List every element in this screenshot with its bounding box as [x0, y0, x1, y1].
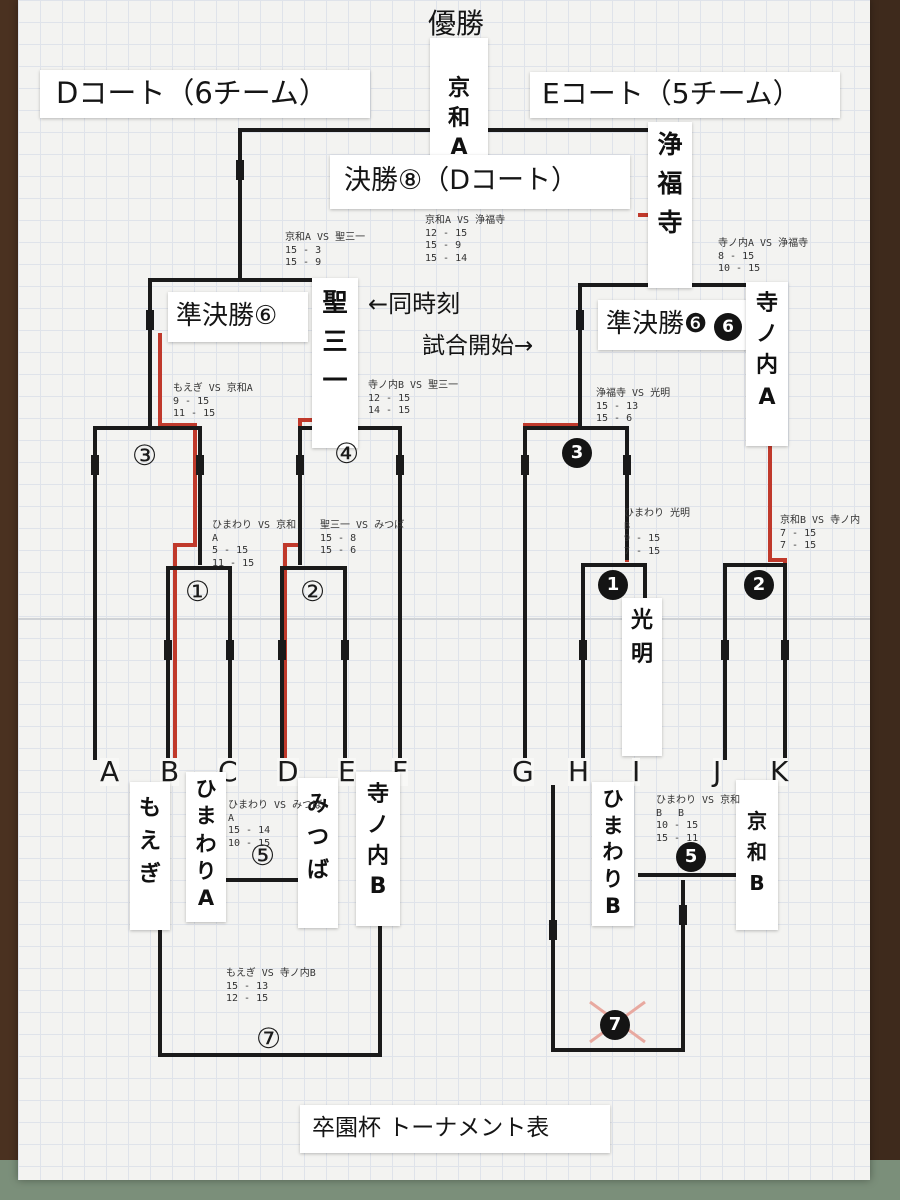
team-card-kyowa-b: 京 和 B [736, 780, 778, 930]
wall-right [870, 0, 900, 1200]
score-e1: ひまわり 光明 B 9 - 15 7 - 15 [624, 508, 691, 557]
winner-path-d-semi [158, 333, 197, 427]
m2 [280, 566, 347, 760]
team-name-teranouchi-a: 寺 ノ 内 A [755, 291, 778, 410]
team-card-komyo: 光 明 [622, 598, 662, 756]
match-number-7: ⑦ [256, 1022, 282, 1055]
team-card-jofukuji: 浄 福 寺 [648, 122, 692, 288]
team-card-himawari-a: ひ ま わ り A [186, 772, 226, 922]
team-card-himawari-b: ひ ま わ り B [592, 782, 634, 926]
match-number-e2: 2 [744, 570, 774, 600]
team-name-jofukuji: 浄 福 寺 [657, 130, 683, 237]
team-name-komyo: 光 明 [630, 608, 653, 668]
slot-g: G [512, 755, 534, 788]
semi-left-card: 準決勝⑥ [168, 292, 308, 342]
slot-b: B [160, 755, 180, 788]
tape-marks [91, 160, 789, 940]
winner-label: 優勝 [428, 7, 485, 40]
match-number-e1: 1 [598, 570, 628, 600]
match-number-e7: 7 [600, 1010, 630, 1040]
team-name-moegi: も え ぎ [138, 796, 161, 887]
footer-card: 卒園杯 トーナメント表 [300, 1105, 610, 1153]
team-name-mitsuba: み つ ば [306, 792, 329, 883]
score-e5: ひまわり VS 京和 B B 10 - 15 15 - 11 [656, 795, 741, 844]
match-number-1: ① [185, 575, 211, 608]
slot-d: D [277, 755, 299, 788]
team-name-himawari-b: ひ ま わ り B [602, 787, 624, 918]
score-e2: 京和B VS 寺ノ内 7 - 15 7 - 15 [780, 515, 861, 551]
score-m7: もえぎ VS 寺ノ内B 15 - 13 12 - 15 [226, 968, 316, 1004]
court-d-card: Dコート（6チーム） [40, 70, 370, 118]
court-e-title: Eコート（5チーム） [542, 77, 801, 110]
team-name-himawari-a: ひ ま わ り A [195, 777, 217, 911]
slot-h: H [568, 755, 590, 788]
m3 [93, 426, 202, 760]
e3 [523, 426, 629, 760]
wall-left [0, 0, 18, 1200]
winner-path-e-2 [768, 438, 787, 762]
slot-i: I [632, 755, 641, 788]
match-number-e3: 3 [562, 438, 592, 468]
team-card-teranouchi-a: 寺 ノ 内 A [746, 282, 788, 446]
court-e-card: Eコート（5チーム） [530, 72, 840, 118]
team-name-seisanichi: 聖 三 一 [322, 288, 348, 395]
slot-k: K [770, 755, 789, 788]
slot-e: E [338, 755, 356, 788]
score-semi-right: 寺ノ内A VS 浄福寺 8 - 15 10 - 15 [718, 238, 809, 274]
e2 [723, 563, 787, 760]
team-card-teranouchi-b: 寺 ノ 内 B [356, 772, 400, 926]
sheet-seam [18, 618, 870, 620]
score-m4: 寺ノ内B VS 聖三一 12 - 15 14 - 15 [368, 380, 459, 416]
score-m2: 聖三一 VS みつば 15 - 8 15 - 6 [320, 520, 405, 556]
e1 [581, 563, 647, 760]
footer-title: 卒園杯 トーナメント表 [312, 1115, 550, 1141]
semi-left [148, 278, 330, 430]
final-title: 決勝⑧（Dコート） [344, 165, 578, 196]
score-m1: ひまわり VS 京和 A 5 - 15 11 - 15 [212, 520, 297, 569]
court-d-title: Dコート（6チーム） [56, 76, 328, 110]
m7 [158, 925, 382, 1057]
team-card-seisanichi: 聖 三 一 [312, 278, 358, 448]
match-number-5: ⑤ [250, 839, 276, 872]
match-number-e5: 5 [676, 842, 706, 872]
slot-j: J [713, 755, 722, 788]
semifinal-left-title: 準決勝⑥ [176, 301, 278, 331]
semifinal-right-title: 準決勝❻ [606, 309, 708, 339]
final-card: 決勝⑧（Dコート） [330, 155, 630, 209]
score-e3: 浄福寺 VS 光明 15 - 13 15 - 6 [596, 388, 671, 424]
match-number-3: ③ [132, 439, 158, 472]
match-number-e6: 6 [714, 313, 742, 341]
score-m5: ひまわり VS みつば A 15 - 14 10 - 15 [228, 800, 323, 849]
final-line-left [238, 128, 650, 280]
team-name-teranouchi-b: 寺 ノ 内 B [366, 782, 389, 900]
team-card-moegi: も え ぎ [130, 782, 170, 930]
score-semi-left: 京和A VS 聖三一 15 - 3 15 - 9 [285, 232, 366, 268]
e7 [551, 785, 685, 1052]
winner-path-d-1 [173, 428, 197, 762]
score-final: 京和A VS 浄福寺 12 - 15 15 - 9 15 - 14 [425, 215, 506, 264]
bracket-paths [93, 128, 787, 1057]
start-note: 試合開始→ [422, 333, 534, 359]
winner-team: 京 和 A [447, 76, 470, 161]
simultaneous-note: ←同時刻 [368, 290, 461, 318]
slot-a: A [100, 755, 120, 788]
match-number-2: ② [300, 575, 326, 608]
team-name-kyowa-b: 京 和 B [747, 809, 767, 895]
match-number-4: ④ [334, 437, 360, 470]
score-m3: もえぎ VS 京和A 9 - 15 11 - 15 [173, 383, 253, 419]
winner-path-e-3 [523, 298, 582, 762]
team-card-mitsuba: み つ ば [298, 778, 338, 928]
m1 [166, 566, 232, 760]
